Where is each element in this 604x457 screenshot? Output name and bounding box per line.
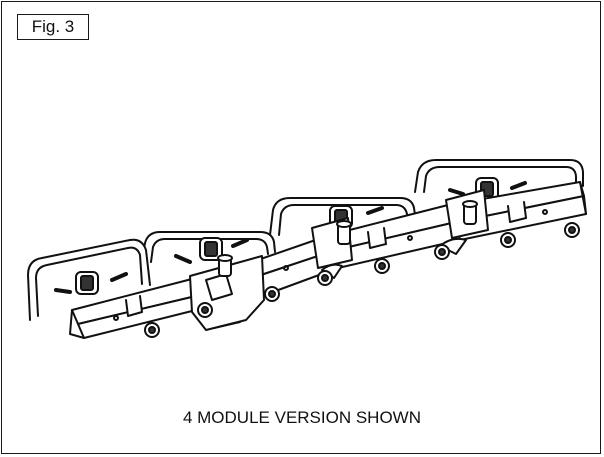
light-module-4 [414,159,584,201]
figure-caption: 4 MODULE VERSION SHOWN [182,408,422,427]
hex-nuts [144,222,580,338]
figure-label: Fig. 3 [17,14,89,40]
light-module-2 [141,231,276,264]
pivot-mount-left [189,254,265,331]
pivot-mount-center [311,217,353,269]
light-module-1 [27,238,151,321]
pivot-mount-right [445,189,489,239]
